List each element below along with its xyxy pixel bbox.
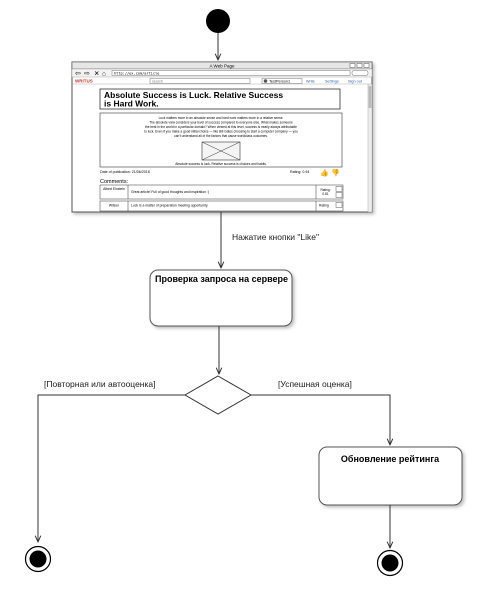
action-server-check-label: Проверка запроса на сервере [155,274,288,284]
decision-node [183,375,253,415]
window-close-button[interactable] [363,63,370,68]
comments-heading: Comments: [100,179,129,185]
guard-repeat-label: [Повторная или автооценка] [44,379,155,389]
article-title-box: Absolute Success is Luck. Relative Succe… [99,88,341,110]
window-title: A Web Page [210,64,235,69]
comment-like-button[interactable] [335,186,343,192]
image-caption: Absolute success is luck. Relative succe… [175,162,267,166]
dislike-icon[interactable]: 👎 [331,168,340,177]
nav-write-link[interactable]: Write [306,80,315,84]
url-text: http://ex.com/article [114,72,159,76]
body-line: the best in the world in a particular do… [145,125,297,129]
nav-settings-link[interactable]: Settings [325,80,339,84]
edge-success-branch [251,394,390,445]
image-placeholder [201,141,241,161]
article-body-box: Luck matters more in an absolute sense a… [99,112,343,168]
comment-item: Wilson Luck is a matter of preparation m… [99,200,344,212]
final-node-left [24,545,52,573]
article-title-line-1: Absolute Success is Luck. Relative Succe… [104,90,283,100]
window-minimize-button[interactable] [349,63,356,68]
comment-rating: Rating: 0.81 [320,188,331,196]
user-menu[interactable] [261,78,303,84]
body-line: to luck. Even if you make a good initial… [144,130,298,134]
user-name: TestPerson1 [269,80,290,84]
close-icon[interactable]: ✕ [94,71,99,78]
page-scrollbar[interactable] [367,83,373,213]
article-rating: Rating: 0.94 [290,170,309,174]
nav-signout-link[interactable]: Sign out [348,80,363,84]
search-placeholder: search [152,79,163,83]
comment-author: Albert Einstein [103,187,125,191]
comment-text: Great article! Full of good thoughts and… [131,190,209,194]
browser-go-button[interactable] [351,70,369,76]
search-input[interactable] [149,78,251,84]
browser-toolbar: ⇦ ⇨ ✕ ⌂ http://ex.com/article [71,68,373,78]
browser-titlebar: A Web Page [71,61,373,70]
publication-date: Date of publication: 21/06/2018 [100,170,150,174]
home-icon[interactable]: ⌂ [102,71,106,78]
guard-success-label: [Успешная оценка] [278,379,352,389]
comment-rating: Rating [319,204,329,208]
url-input[interactable] [111,70,351,76]
user-avatar-icon [263,79,268,83]
action-server-check [149,269,293,327]
article-title-line-2: is Hard Work. [104,99,159,109]
edge-like-label: Нажатие кнопки "Like" [232,232,319,242]
comment-item: Albert Einstein Great article! Full of g… [99,184,344,200]
site-header: WRITUS search TestPerson1 Write Settings… [72,78,368,85]
body-line: Luck matters more in an absolute sense a… [159,116,284,120]
like-icon[interactable]: 👍 [320,168,329,177]
body-line: The absolute view considers your level o… [149,121,293,125]
window-maximize-button[interactable] [356,63,363,68]
body-line: can't understand all of the factors that… [174,134,268,138]
comment-like-button[interactable] [335,202,343,208]
comment-dislike-button[interactable] [335,192,343,198]
action-update-rating-label: Обновление рейтинга [341,454,440,464]
comment-author: Wilson [109,204,119,208]
comment-text: Luck is a matter of preparation meeting … [131,204,208,208]
back-icon[interactable]: ⇦ [75,71,81,78]
final-node-right [376,549,404,577]
forward-icon[interactable]: ⇨ [84,71,90,78]
initial-node [206,9,230,33]
edge-repeat-branch [38,394,185,542]
site-logo[interactable]: WRITUS [75,79,93,84]
article-meta-row: Date of publication: 21/06/2018 Rating: … [100,168,340,177]
